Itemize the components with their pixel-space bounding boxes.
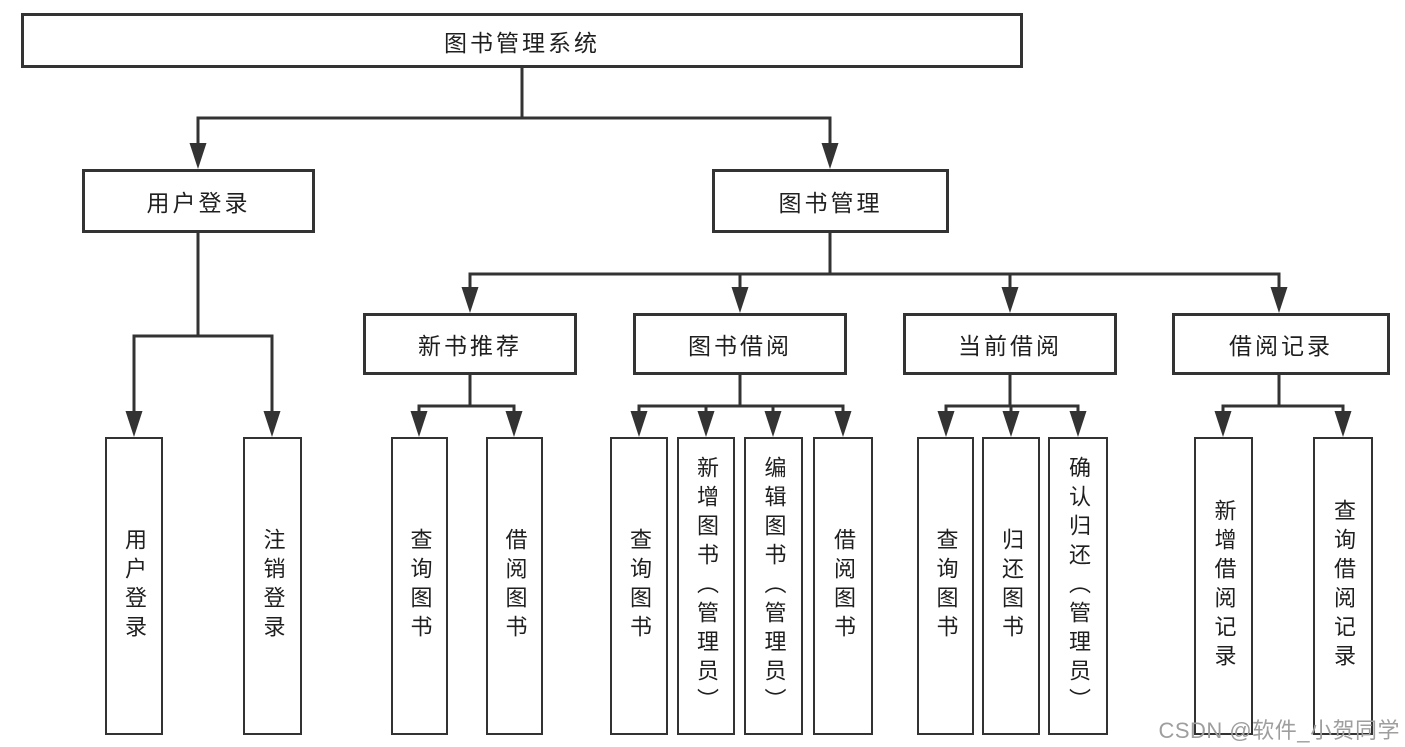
node-root: 图书管理系统 [21,13,1023,68]
node-user-login: 用户登录 [105,437,163,735]
node-borrowing-edit-books: 编辑图书（管理员） [744,437,803,735]
node-current-borrowing: 当前借阅 [903,313,1117,375]
node-borrowing-query-books: 查询图书 [610,437,668,735]
node-book-borrowing: 图书借阅 [633,313,847,375]
node-recommend-query-books: 查询图书 [391,437,448,735]
node-records-query-record: 查询借阅记录 [1313,437,1373,735]
node-book-management: 图书管理 [712,169,949,233]
node-new-book-recommend: 新书推荐 [363,313,577,375]
node-current-query-books: 查询图书 [917,437,974,735]
node-borrowing-add-books: 新增图书（管理员） [677,437,735,735]
node-current-confirm-return: 确认归还（管理员） [1048,437,1108,735]
node-logout-login: 注销登录 [243,437,302,735]
node-borrowing-records: 借阅记录 [1172,313,1390,375]
node-recommend-borrow-books: 借阅图书 [486,437,543,735]
watermark: CSDN @软件_小贺同学 [1158,718,1400,743]
node-user-login-group: 用户登录 [82,169,315,233]
node-records-add-record: 新增借阅记录 [1194,437,1253,735]
node-borrowing-borrow-books: 借阅图书 [813,437,873,735]
node-current-return-books: 归还图书 [982,437,1040,735]
